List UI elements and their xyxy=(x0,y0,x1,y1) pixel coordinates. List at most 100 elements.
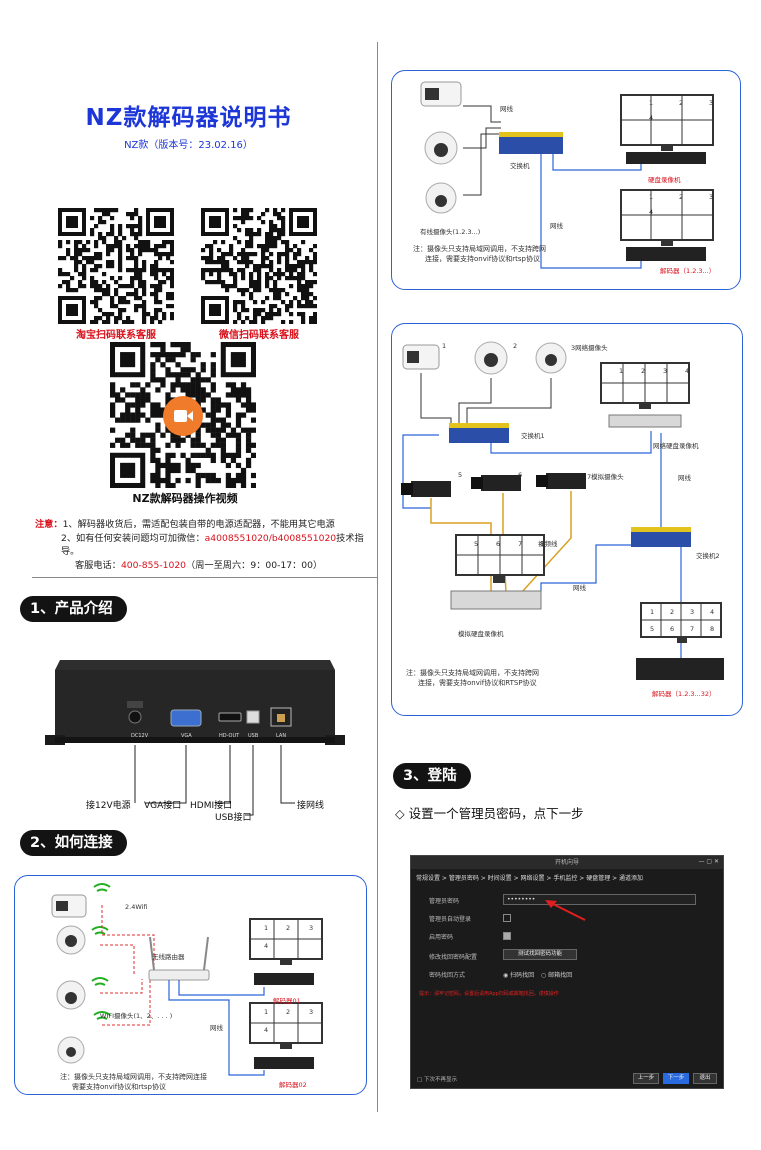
exit-button[interactable]: 退出 xyxy=(693,1073,717,1084)
nvr-label: 硬盘录像机 xyxy=(648,176,681,184)
wired-grid2-3: 3 xyxy=(709,193,714,201)
wifi-grid-4: 4 xyxy=(264,942,269,950)
vertical-divider xyxy=(377,42,378,1112)
cam1-label: 1 xyxy=(442,342,447,350)
notes-label: 注意： xyxy=(35,519,63,530)
wifi-grid2-4: 4 xyxy=(264,1026,269,1034)
skip-checkbox[interactable]: □ 下次不再显示 xyxy=(417,1077,457,1083)
note-line-3: 客服电话： xyxy=(75,559,121,571)
red-arrow-icon xyxy=(545,900,586,921)
mixed-note-1: 注：摄像头只支持局域网调用，不支持跨网 xyxy=(406,669,539,677)
prev-button[interactable]: 上一步 xyxy=(633,1073,659,1084)
dec-grid-8: 8 xyxy=(710,625,715,633)
device-rear-panel xyxy=(45,660,345,816)
wired-grid-2: 2 xyxy=(679,99,684,107)
cam3-label: 3网络摄像头 xyxy=(571,344,608,352)
pwd-label: 管理员密码 xyxy=(429,898,460,905)
wechat-ids: a4008551020/b4008551020 xyxy=(204,532,337,544)
recover-method-label: 密码找回方式 xyxy=(429,972,466,979)
opt-email-text: 邮箱找回 xyxy=(548,972,573,979)
next-button[interactable]: 下一步 xyxy=(663,1073,689,1084)
wired-grid-1: 1 xyxy=(649,99,654,107)
switch1-label: 交换机1 xyxy=(521,432,545,440)
dec-grid-7: 7 xyxy=(690,625,695,633)
skip-text: 下次不再显示 xyxy=(423,1077,457,1083)
wizard-titlebar: 开机向导 xyxy=(411,856,723,869)
wechat-qr-code xyxy=(201,208,317,324)
mixed-decoder-label: 解码器（1.2.3...32） xyxy=(652,690,716,698)
mixed-top-grid-2: 2 xyxy=(641,367,646,375)
wired-note: 注：摄像头只支持局域网调用，不支持跨网 连接，需要支持onvif协议和rtsp协… xyxy=(413,244,546,264)
setup-wizard-window: 开机向导 — ▢ ✕ 常规设置 > 管理员密码 > 时间设置 > 网络设置 > … xyxy=(410,855,724,1089)
dec-grid-6: 6 xyxy=(670,625,675,633)
dvr-grid-7: 7 xyxy=(518,540,523,548)
warning-text: 提示：请牢记密码，设置后请用App扫码或邮箱找回，谨慎操作 xyxy=(419,991,559,997)
dvr-grid-5: 5 xyxy=(474,540,479,548)
wifi-grid2-3: 3 xyxy=(309,1008,314,1016)
dec-grid-3: 3 xyxy=(690,608,695,616)
section-1-heading: 1、产品介绍 xyxy=(20,596,127,622)
recover-option-qr[interactable]: ◉ 扫码找回 xyxy=(503,972,535,979)
dec-grid-2: 2 xyxy=(670,608,675,616)
wired-grid2-4: 4 xyxy=(649,208,654,216)
hdmi-label: HDMI接口 xyxy=(190,801,233,811)
decoder-02-label: 解码器02 xyxy=(279,1081,307,1089)
dvr-grid-6: 6 xyxy=(496,540,501,548)
wechat-qr-label: 微信扫码联系客服 xyxy=(219,330,299,341)
wifi-grid-2: 2 xyxy=(286,924,291,932)
decoder-01-label: 解码器01 xyxy=(273,997,301,1005)
horizontal-divider xyxy=(32,577,377,578)
opt-qr-text: 扫码找回 xyxy=(510,972,535,979)
service-phone: 400-855-1020 xyxy=(120,559,187,571)
wifi-note-2: 需要支持onvif协议和rtsp协议 xyxy=(72,1083,166,1091)
version-text: NZ款（版本号：23.02.16） xyxy=(124,140,253,151)
login-step-text: ◇ 设置一个管理员密码，点下一步 xyxy=(395,806,584,821)
window-controls-icon[interactable]: — ▢ ✕ xyxy=(698,858,719,865)
wifi-line-label: 网线 xyxy=(210,1024,223,1032)
router-label: 无线路由器 xyxy=(152,953,185,961)
cam2-label: 2 xyxy=(513,342,518,350)
show-pwd-label: 启用密码 xyxy=(429,934,454,941)
wired-grid-4: 4 xyxy=(649,114,654,122)
wifi-diagram-art xyxy=(51,883,323,1076)
video-play-icon xyxy=(163,396,203,436)
show-pwd-checkbox[interactable] xyxy=(503,932,511,940)
wizard-menu[interactable]: 常规设置 > 管理员密码 > 时间设置 > 网络设置 > 手机监控 > 硬盘管理… xyxy=(416,875,644,882)
notes-block: 注意：1、解码器收货后，需适配包装自带的电源适配器，不能用其它电源 2、如有任何… xyxy=(35,518,375,572)
test-recover-button[interactable]: 测试找回密码功能 xyxy=(503,949,577,960)
auto-login-label: 管理员自动登录 xyxy=(429,916,472,923)
analog7-label: 7模拟摄像头 xyxy=(587,473,624,481)
section-2-heading: 2、如何连接 xyxy=(20,830,127,856)
wired-cams-label: 有线摄像头(1.2.3...) xyxy=(420,228,481,236)
dec-grid-5: 5 xyxy=(650,625,655,633)
wifi-cams-label: WIFI摄像头(1、2、. . . ) xyxy=(100,1012,173,1020)
wifi-grid2-2: 2 xyxy=(286,1008,291,1016)
wifi-grid-1: 1 xyxy=(264,924,269,932)
recover-option-email[interactable]: ○ 邮箱找回 xyxy=(541,972,573,979)
port-vga: VGA xyxy=(181,733,192,739)
wifi-label: 2.4Wifi xyxy=(125,903,148,911)
port-dc12v: DC12V xyxy=(131,733,149,739)
power-label: 接12V电源 xyxy=(86,801,131,811)
wifi-grid-3: 3 xyxy=(309,924,314,932)
qa-label: 修改找回密码配置 xyxy=(429,954,478,961)
analog5-label: 5 xyxy=(458,471,463,479)
lan-label: 接网线 xyxy=(297,801,325,811)
wifi-note: 注：摄像头只支持局域网调用，不支持跨网连接 需要支持onvif协议和rtsp协议 xyxy=(60,1072,207,1092)
wired-grid2-2: 2 xyxy=(679,193,684,201)
note-line-2-end: 技术指导。 xyxy=(61,532,364,558)
auto-login-checkbox[interactable] xyxy=(503,914,511,922)
switch2-label: 交换机2 xyxy=(696,552,720,560)
port-usb: USB xyxy=(248,733,259,739)
section-3-heading: 3、登陆 xyxy=(393,763,471,789)
mixed-note: 注：摄像头只支持局域网调用，不支持跨网 连接，需要支持onvif协议和RTSP协… xyxy=(406,668,539,688)
port-lan: LAN xyxy=(276,733,287,739)
dvr-grid-8: 8 xyxy=(540,540,545,548)
mixed-top-grid-4: 4 xyxy=(685,367,690,375)
wired-line2-label: 网线 xyxy=(550,222,563,230)
vga-label: VGA接口 xyxy=(144,801,182,811)
admin-password-input[interactable]: •••••••• xyxy=(503,894,696,905)
mixed-note-2: 连接，需要支持onvif协议和RTSP协议 xyxy=(418,679,537,687)
mixed-top-grid-3: 3 xyxy=(663,367,668,375)
video-line-label: 视频线 xyxy=(538,540,558,548)
